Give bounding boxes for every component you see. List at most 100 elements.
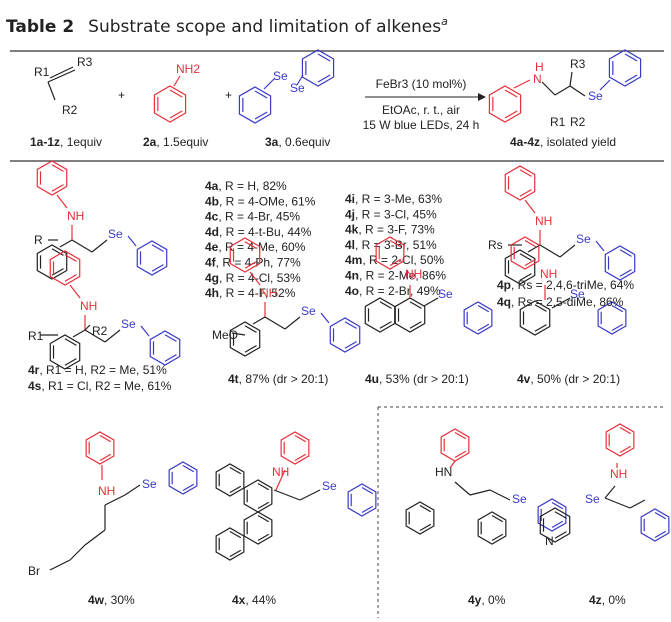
bond (51, 248, 64, 256)
footnote-mark: a (441, 15, 448, 28)
atom-label: NH (80, 299, 97, 313)
bond (104, 329, 121, 343)
benzene-ring-icon (608, 49, 642, 87)
atom-label: N (545, 534, 554, 548)
benzene-ring-icon (375, 236, 405, 270)
atom-label: Se (570, 287, 585, 301)
bond (604, 497, 631, 509)
entry-id: 4g (205, 271, 219, 285)
entry-list-4a-4h: 4a, R = H, 82%4b, R = 4-OMe, 61%4c, R = … (205, 179, 316, 300)
bond (491, 515, 504, 523)
bond (140, 325, 150, 337)
benzene-ring-icon (488, 85, 522, 123)
benzene-ring-icon (215, 527, 245, 561)
benzene-ring-icon (153, 85, 187, 123)
bond (64, 274, 77, 282)
bond (519, 189, 532, 197)
bond (519, 169, 532, 177)
table-label: Table 2 (6, 17, 74, 37)
bond (257, 483, 270, 491)
bond (419, 505, 432, 513)
entry-id: 4m (345, 253, 362, 267)
bond (229, 549, 242, 557)
entry-text: , R = 3-Cl, 45% (355, 207, 437, 221)
atom-label: Se (108, 227, 123, 241)
atom-label: NH (540, 267, 557, 281)
bond (151, 244, 164, 252)
bond (229, 485, 242, 493)
entry-4f: 4f, R = 4-Ph, 77% (205, 256, 301, 270)
entry-4e: 4e, R = 4-Me, 60% (205, 240, 306, 254)
bond (454, 481, 471, 496)
condition-catalyst: FeBr3 (10 mol%) (376, 77, 467, 91)
entry-id: 4f (205, 256, 217, 270)
bond (99, 435, 112, 443)
benzene-ring-icon (405, 501, 435, 535)
atom-label: Se (588, 89, 603, 103)
bond (541, 81, 556, 96)
atom-label: R3 (77, 55, 93, 69)
bond (527, 244, 541, 253)
bond (69, 544, 86, 561)
bond (71, 239, 93, 253)
label-product: 4a-4z, isolated yield (510, 135, 616, 149)
entry-text: , R = 4-Ph, 77% (216, 256, 301, 270)
bond (379, 301, 392, 309)
atom-label: R2 (92, 324, 108, 338)
bond (64, 358, 77, 366)
bond (449, 460, 456, 469)
bond (454, 450, 467, 458)
entry-4a: 4a, R = H, 82% (205, 179, 287, 193)
entry-id: 4d (205, 225, 219, 239)
entry-id: 4h (205, 286, 219, 300)
benzene-ring-icon (243, 479, 273, 513)
bond (519, 273, 532, 281)
entry-4b: 4b, R = 4-OMe, 61% (205, 194, 316, 208)
benzene-ring-icon (605, 423, 635, 457)
bond (257, 533, 270, 541)
bond (91, 239, 108, 253)
atom-label: Se (142, 477, 157, 491)
bond (229, 531, 242, 539)
bond (361, 487, 374, 495)
entry-4k: 4k, R = 3-F, 73% (345, 223, 435, 237)
entry-text: , R = 3-Me, 63% (355, 192, 442, 206)
bond (264, 316, 286, 330)
atom-label: Se (301, 304, 316, 318)
benzene-ring-icon (85, 431, 115, 465)
bond (551, 297, 571, 309)
bond (49, 66, 74, 79)
atom-label: NH (67, 209, 84, 223)
entry-4n: 4n, R = 2-Me, 86% (345, 269, 446, 283)
benzene-ring-icon (168, 461, 198, 495)
bond (554, 531, 567, 539)
atom-label: HN (435, 465, 452, 479)
benzene-ring-icon (229, 321, 261, 357)
bond (611, 305, 624, 313)
entry-4j: 4j, R = 3-Cl, 45% (345, 207, 437, 221)
bond (244, 325, 257, 333)
bond (534, 304, 547, 312)
bond (611, 323, 624, 331)
atom-label: H (535, 60, 544, 74)
bond (504, 110, 518, 119)
bond (491, 533, 504, 541)
benzene-ring-icon (280, 431, 310, 465)
bond (257, 515, 270, 523)
benzene-ring-icon (463, 301, 493, 335)
bond (524, 258, 537, 266)
bond (619, 249, 632, 257)
bond (539, 244, 561, 258)
svg-text:4r, R1 = H, R2 = Me, 51%: 4r, R1 = H, R2 = Me, 51% (28, 363, 167, 377)
entry-id: 4i (345, 192, 355, 206)
bond (320, 312, 330, 324)
bond (169, 110, 183, 119)
entry-text: , R = 3-F, 73% (358, 223, 435, 237)
benzene-ring-icon (477, 511, 507, 545)
bond (554, 85, 571, 96)
bond (273, 489, 301, 501)
benzene-ring-icon (136, 240, 168, 276)
benzene-ring-icon (215, 463, 245, 497)
bond (624, 53, 638, 62)
benzene-ring-icon (504, 249, 536, 285)
